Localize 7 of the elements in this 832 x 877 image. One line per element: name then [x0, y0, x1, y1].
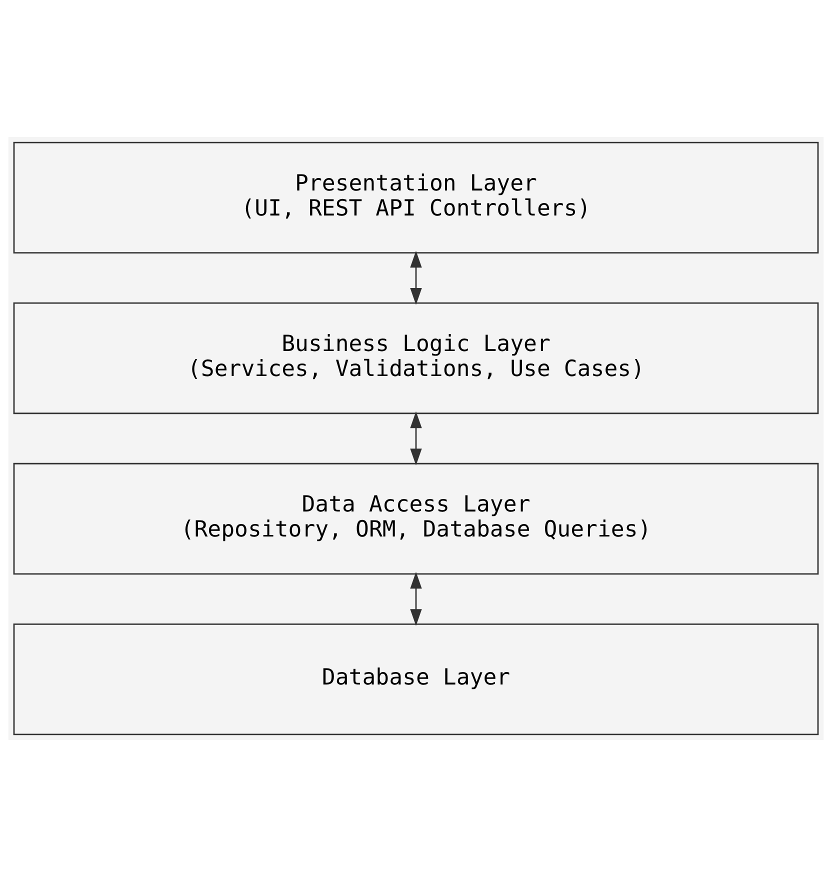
- arrow: [410, 250, 422, 305]
- node-box: Presentation Layer (UI, REST API Controllers): [13, 142, 819, 254]
- node-box: Database Layer: [13, 623, 819, 736]
- arrow: [410, 411, 422, 466]
- node-box: Data Access Layer (Repository, ORM, Database Queries): [13, 462, 819, 575]
- node-box: Business Logic Layer (Services, Validations, Use Cases): [13, 302, 819, 414]
- arrow: [410, 572, 422, 626]
